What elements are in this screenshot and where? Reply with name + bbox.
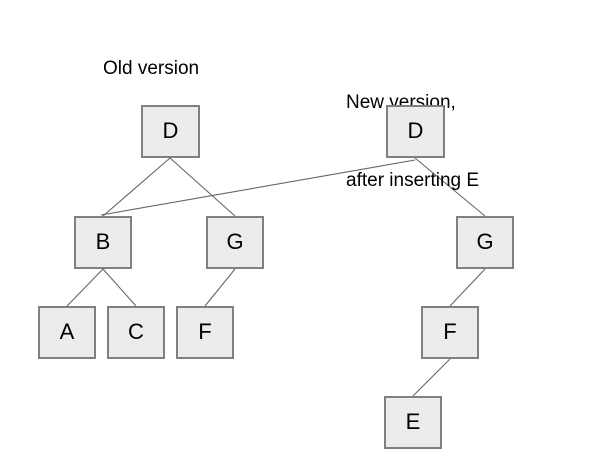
node-old-C-label: C	[128, 318, 144, 344]
node-new-F[interactable]: F	[421, 306, 479, 359]
edge-old-G-to-old-F	[204, 268, 236, 307]
node-new-E-label: E	[405, 408, 421, 434]
node-old-B[interactable]: B	[74, 216, 132, 269]
node-old-A-label: A	[59, 318, 75, 344]
edge-new-D-to-shared-B	[100, 159, 416, 216]
node-old-C[interactable]: C	[107, 306, 165, 359]
edge-old-B-to-old-C	[102, 268, 137, 307]
node-old-F[interactable]: F	[176, 306, 234, 359]
node-new-G[interactable]: G	[456, 216, 514, 269]
edge-new-D-to-new-G	[414, 157, 486, 217]
node-old-F-label: F	[198, 318, 212, 344]
edge-old-D-to-old-B	[102, 157, 171, 217]
title-new-version: New version, after inserting E	[346, 38, 479, 246]
edge-new-G-to-new-F	[449, 268, 486, 307]
node-new-F-label: F	[443, 318, 457, 344]
node-new-G-label: G	[476, 228, 494, 254]
node-new-D-label: D	[407, 117, 424, 143]
edge-old-D-to-old-G	[169, 157, 236, 217]
node-old-G-label: G	[226, 228, 244, 254]
node-old-D-label: D	[162, 117, 179, 143]
edge-old-B-to-old-A	[66, 268, 104, 307]
title-new-version-line2: after inserting E	[346, 170, 480, 191]
node-old-G[interactable]: G	[206, 216, 264, 269]
title-old-version: Old version	[103, 58, 200, 79]
edge-new-F-to-new-E	[412, 358, 451, 397]
node-new-D[interactable]: D	[386, 105, 445, 158]
node-old-B-label: B	[95, 228, 111, 254]
node-old-A[interactable]: A	[38, 306, 96, 359]
node-old-D[interactable]: D	[141, 105, 200, 158]
node-new-E[interactable]: E	[384, 396, 442, 449]
